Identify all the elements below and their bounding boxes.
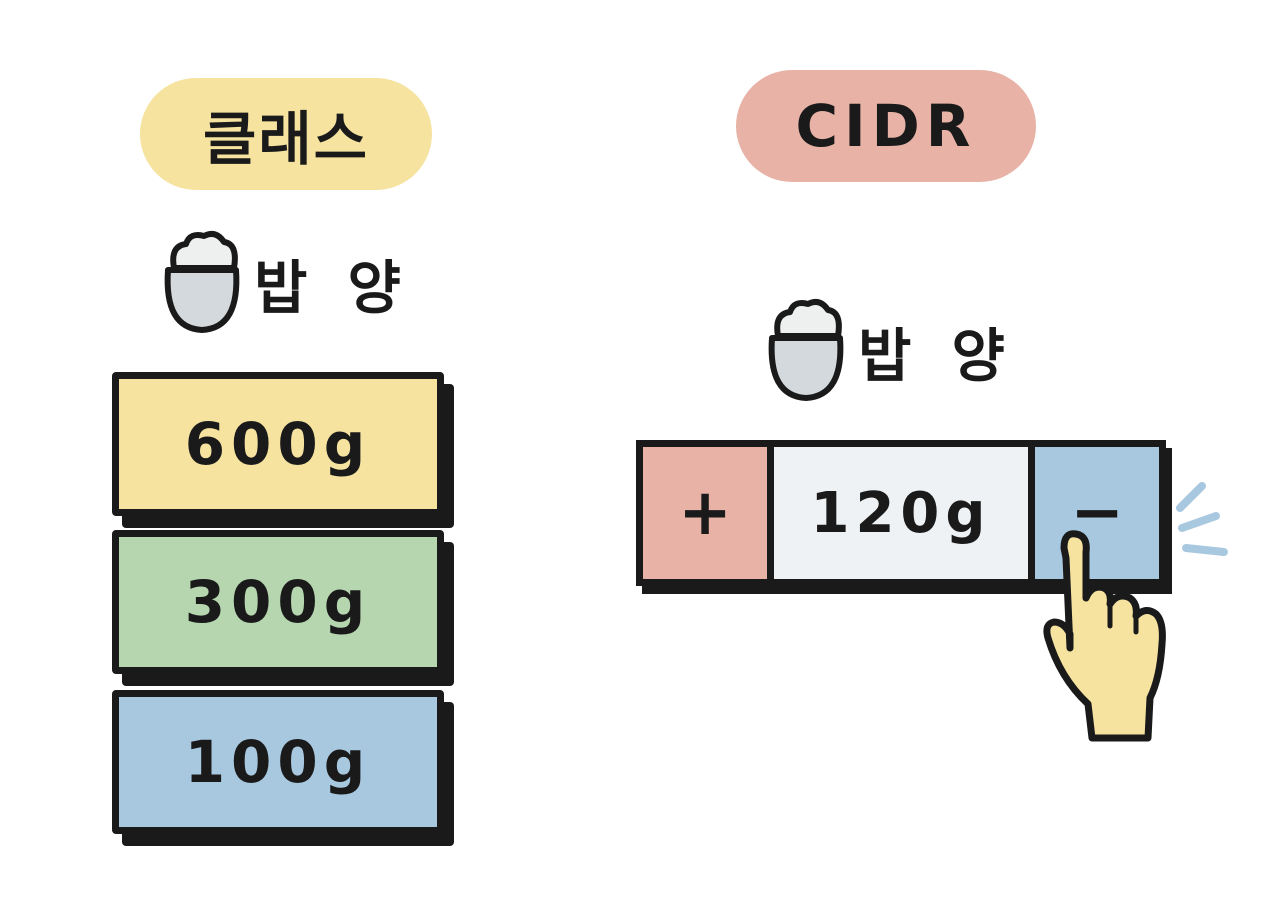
rice-bowl-icon	[164, 231, 240, 333]
option-600g-label: 600g	[184, 410, 372, 478]
rice-amount-label-right: 밥 양	[764, 296, 1015, 406]
plus-label: +	[678, 476, 732, 550]
rice-amount-label-left: 밥 양	[160, 228, 411, 338]
option-100g-label: 100g	[184, 728, 372, 796]
plus-button[interactable]: +	[643, 447, 774, 579]
option-300g-label: 300g	[184, 568, 372, 636]
pointing-hand-icon	[1043, 530, 1166, 742]
stepper-value-text: 120g	[810, 480, 992, 546]
option-300g[interactable]: 300g	[112, 530, 444, 674]
class-title: 클래스	[202, 105, 370, 173]
minus-button[interactable]: −	[1028, 447, 1159, 579]
quantity-stepper: + 120g −	[636, 440, 1166, 586]
cidr-title: CIDR	[795, 92, 977, 160]
click-sparkle-icon	[1176, 482, 1228, 556]
cidr-title-pill: CIDR	[736, 70, 1036, 182]
stepper-value: 120g	[774, 447, 1028, 579]
rice-bowl-icon	[768, 299, 844, 401]
rice-amount-text-left: 밥 양	[254, 254, 411, 322]
option-600g[interactable]: 600g	[112, 372, 444, 516]
rice-amount-text-right: 밥 양	[858, 322, 1015, 390]
class-title-pill: 클래스	[140, 78, 432, 190]
option-100g[interactable]: 100g	[112, 690, 444, 834]
